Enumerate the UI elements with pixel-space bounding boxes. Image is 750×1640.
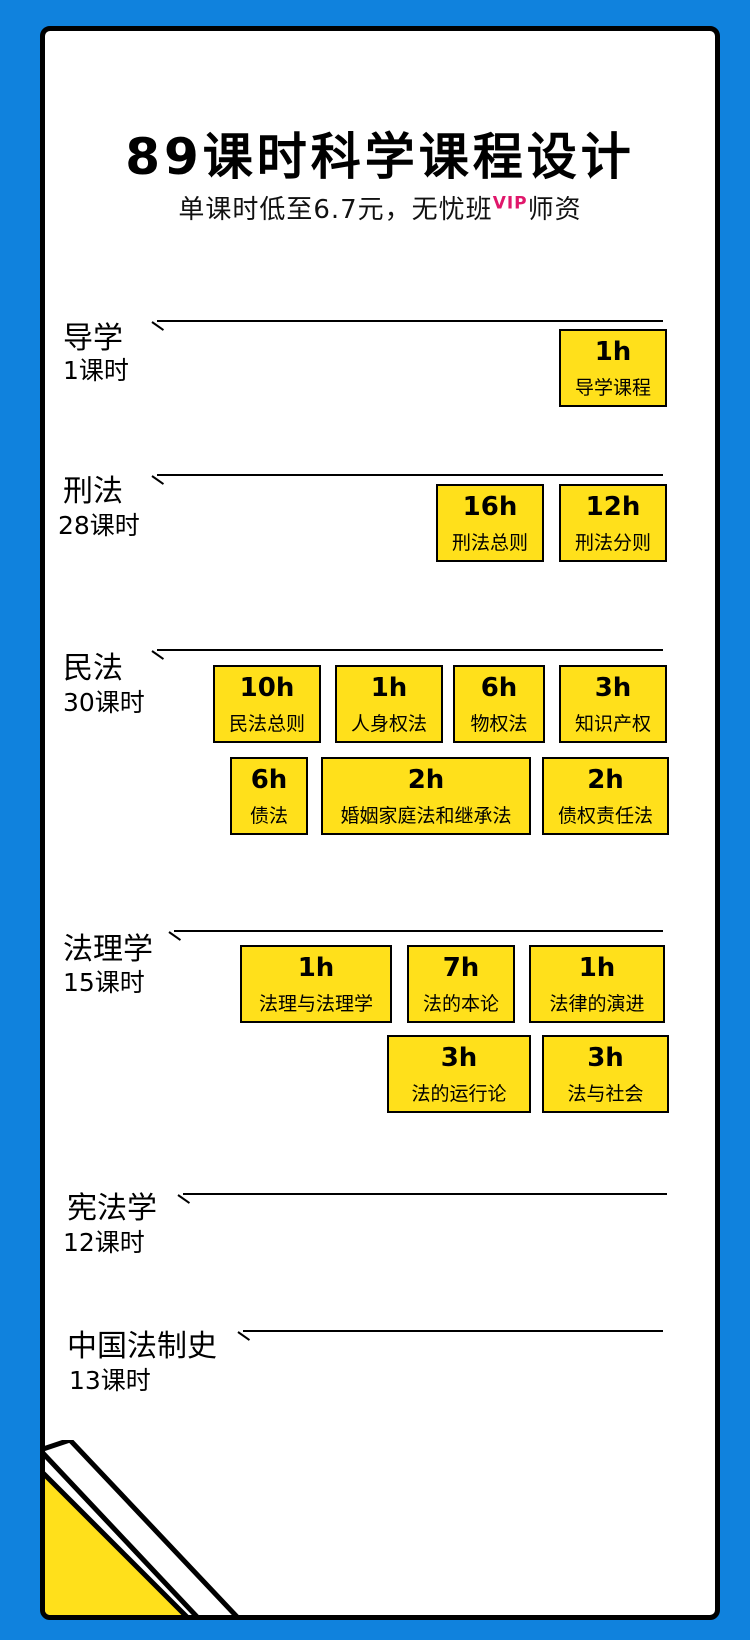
chip-hours: 1h <box>578 953 616 983</box>
chip-hunyin-jicheng[interactable]: 2h 婚姻家庭法和继承法 <box>321 757 531 835</box>
chip-xingfa-fenze[interactable]: 12h 刑法分则 <box>559 484 667 562</box>
chip-zhaifa[interactable]: 6h 债法 <box>230 757 308 835</box>
chip-hours: 7h <box>442 953 480 983</box>
section-tick <box>151 321 165 331</box>
chip-hours: 2h <box>587 765 624 795</box>
subtitle-text: 单课时低至6.7元，无忧班 <box>178 195 493 225</box>
chip-hours: 1h <box>297 953 335 983</box>
chip-label: 法的本论 <box>422 993 499 1015</box>
chip-label: 法与社会 <box>567 1083 644 1105</box>
section-name-daoxue: 导学 <box>63 321 123 356</box>
section-line <box>157 320 663 322</box>
chip-fadebenlun[interactable]: 7h 法的本论 <box>407 945 515 1023</box>
subtitle-tail: 师资 <box>527 195 582 225</box>
section-line <box>157 649 663 651</box>
chip-label: 法律的演进 <box>549 993 645 1015</box>
chip-label: 债法 <box>249 805 288 827</box>
chip-hours: 3h <box>594 673 632 703</box>
vip-badge: VIP <box>492 193 528 214</box>
corner-decoration-icon <box>45 1440 239 1615</box>
chip-label: 导学课程 <box>574 377 651 399</box>
section-line <box>243 1330 663 1332</box>
section-name-xingfa: 刑法 <box>63 474 123 509</box>
chip-daoxue[interactable]: 1h 导学课程 <box>559 329 667 407</box>
chip-hours: 6h <box>480 673 518 703</box>
section-hours-falixue: 15课时 <box>63 968 145 997</box>
chip-xingfa-zongze[interactable]: 16h 刑法总则 <box>436 484 544 562</box>
chip-label: 人身权法 <box>350 713 427 735</box>
section-tick <box>177 1194 191 1204</box>
chip-hours: 2h <box>407 765 445 795</box>
course-card: 89课时科学课程设计 单课时低至6.7元，无忧班VIP师资 导学 1课时 1h … <box>40 26 720 1620</box>
chip-label: 法的运行论 <box>411 1083 507 1105</box>
chip-hours: 10h <box>239 673 295 703</box>
chip-label: 法理与法理学 <box>258 993 373 1015</box>
chip-label: 债权责任法 <box>557 805 653 827</box>
section-tick <box>151 475 165 485</box>
chip-falv-yanjin[interactable]: 1h 法律的演进 <box>529 945 665 1023</box>
section-name-falixue: 法理学 <box>63 932 153 967</box>
chip-hours: 1h <box>370 673 408 703</box>
section-hours-zhongguofazhishi: 13课时 <box>69 1366 151 1395</box>
chip-hours: 1h <box>594 337 632 367</box>
chip-label: 刑法总则 <box>451 532 528 554</box>
chip-zhishichanquan[interactable]: 3h 知识产权 <box>559 665 667 743</box>
chip-label: 物权法 <box>470 713 528 735</box>
section-line <box>157 474 663 476</box>
page-title: 89课时科学课程设计 <box>125 128 635 186</box>
chip-wuquanfa[interactable]: 6h 物权法 <box>453 665 545 743</box>
chip-hours: 3h <box>440 1043 478 1073</box>
section-name-zhongguofazhishi: 中国法制史 <box>67 1329 217 1364</box>
chip-label: 刑法分则 <box>574 532 651 554</box>
section-line <box>183 1193 667 1195</box>
section-hours-xianfaxue: 12课时 <box>63 1228 145 1257</box>
chip-fade-yunxinglun[interactable]: 3h 法的运行论 <box>387 1035 531 1113</box>
chip-hours: 12h <box>585 492 641 522</box>
chip-minfa-zongze[interactable]: 10h 民法总则 <box>213 665 321 743</box>
chip-hours: 6h <box>250 765 288 795</box>
section-hours-minfa: 30课时 <box>63 688 145 717</box>
section-name-minfa: 民法 <box>63 651 123 686</box>
chip-label: 婚姻家庭法和继承法 <box>340 805 512 827</box>
chip-label: 知识产权 <box>574 713 651 735</box>
section-tick <box>168 931 182 941</box>
section-line <box>174 930 663 932</box>
chip-zhaiquan-zeren[interactable]: 2h 债权责任法 <box>542 757 669 835</box>
section-tick <box>151 650 165 660</box>
chip-fali-falixue[interactable]: 1h 法理与法理学 <box>240 945 392 1023</box>
section-hours-xingfa: 28课时 <box>58 511 140 540</box>
chip-hours: 16h <box>462 492 518 522</box>
chip-label: 民法总则 <box>228 713 305 735</box>
chip-fayu-shehui[interactable]: 3h 法与社会 <box>542 1035 669 1113</box>
page-subtitle: 单课时低至6.7元，无忧班VIP师资 <box>45 189 715 226</box>
section-name-xianfaxue: 宪法学 <box>67 1191 157 1226</box>
chip-hours: 3h <box>587 1043 624 1073</box>
section-hours-daoxue: 1课时 <box>63 356 129 385</box>
chip-renshenquan[interactable]: 1h 人身权法 <box>335 665 443 743</box>
section-tick <box>237 1331 251 1341</box>
